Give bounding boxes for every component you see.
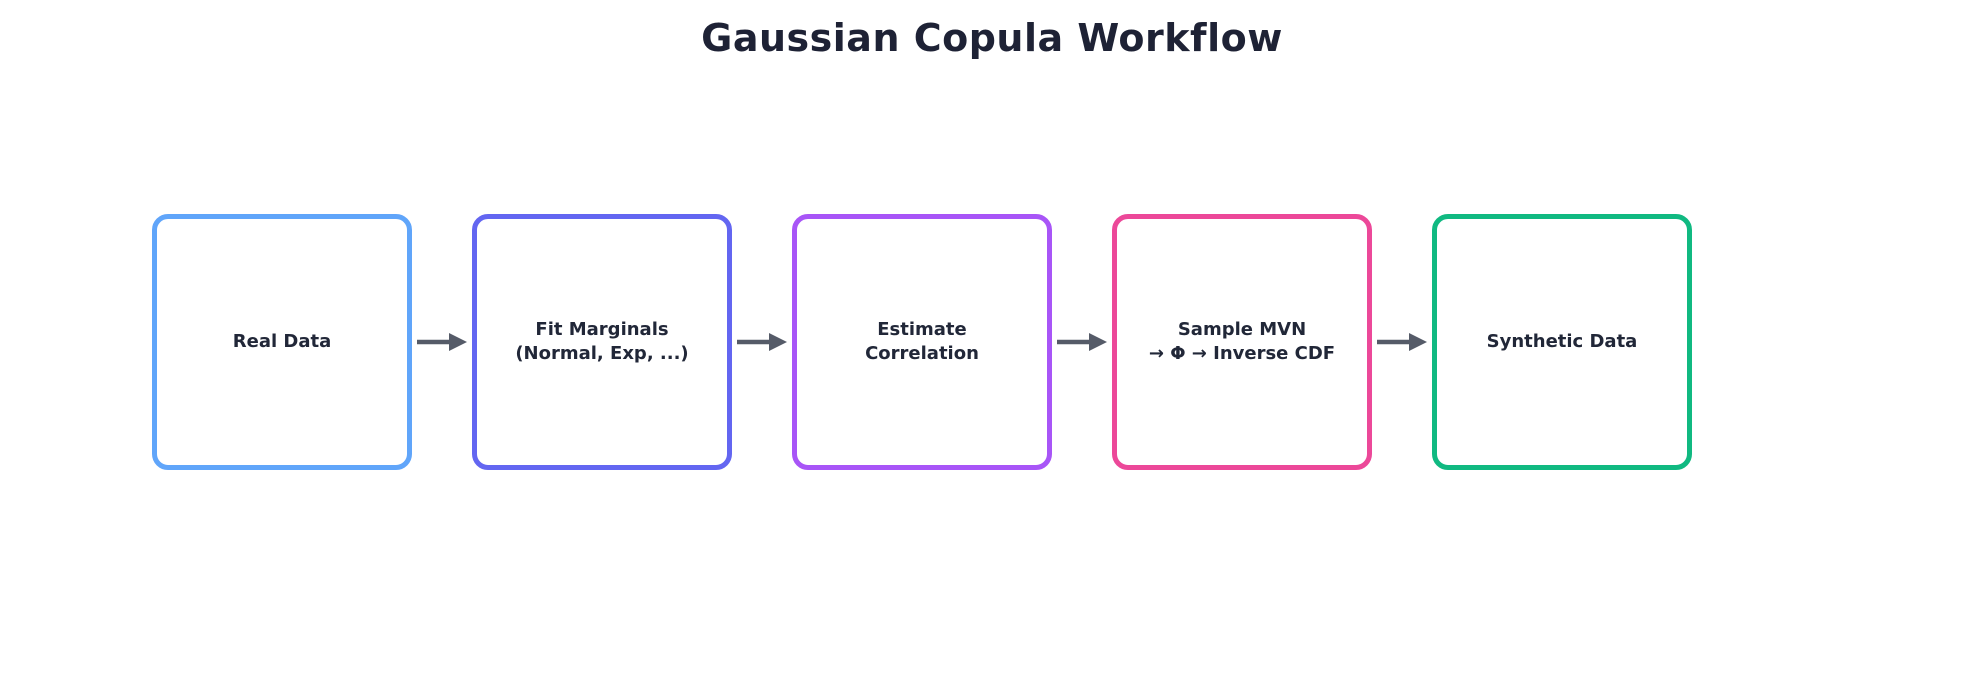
arrow-right-icon (1372, 330, 1432, 354)
flow-node-estimate-correlation: Estimate Correlation (792, 214, 1052, 470)
flow-node-sample-mvn: Sample MVN → Φ → Inverse CDF (1112, 214, 1372, 470)
arrow-right-icon (732, 330, 792, 354)
arrow-right-icon (412, 330, 472, 354)
arrow-right-icon (1052, 330, 1112, 354)
flow-node-real-data: Real Data (152, 214, 412, 470)
flow-node-fit-marginals: Fit Marginals (Normal, Exp, ...) (472, 214, 732, 470)
diagram-title: Gaussian Copula Workflow (701, 16, 1283, 60)
workflow-row: Real Data Fit Marginals (Normal, Exp, ..… (152, 214, 1692, 470)
flow-node-synthetic-data: Synthetic Data (1432, 214, 1692, 470)
